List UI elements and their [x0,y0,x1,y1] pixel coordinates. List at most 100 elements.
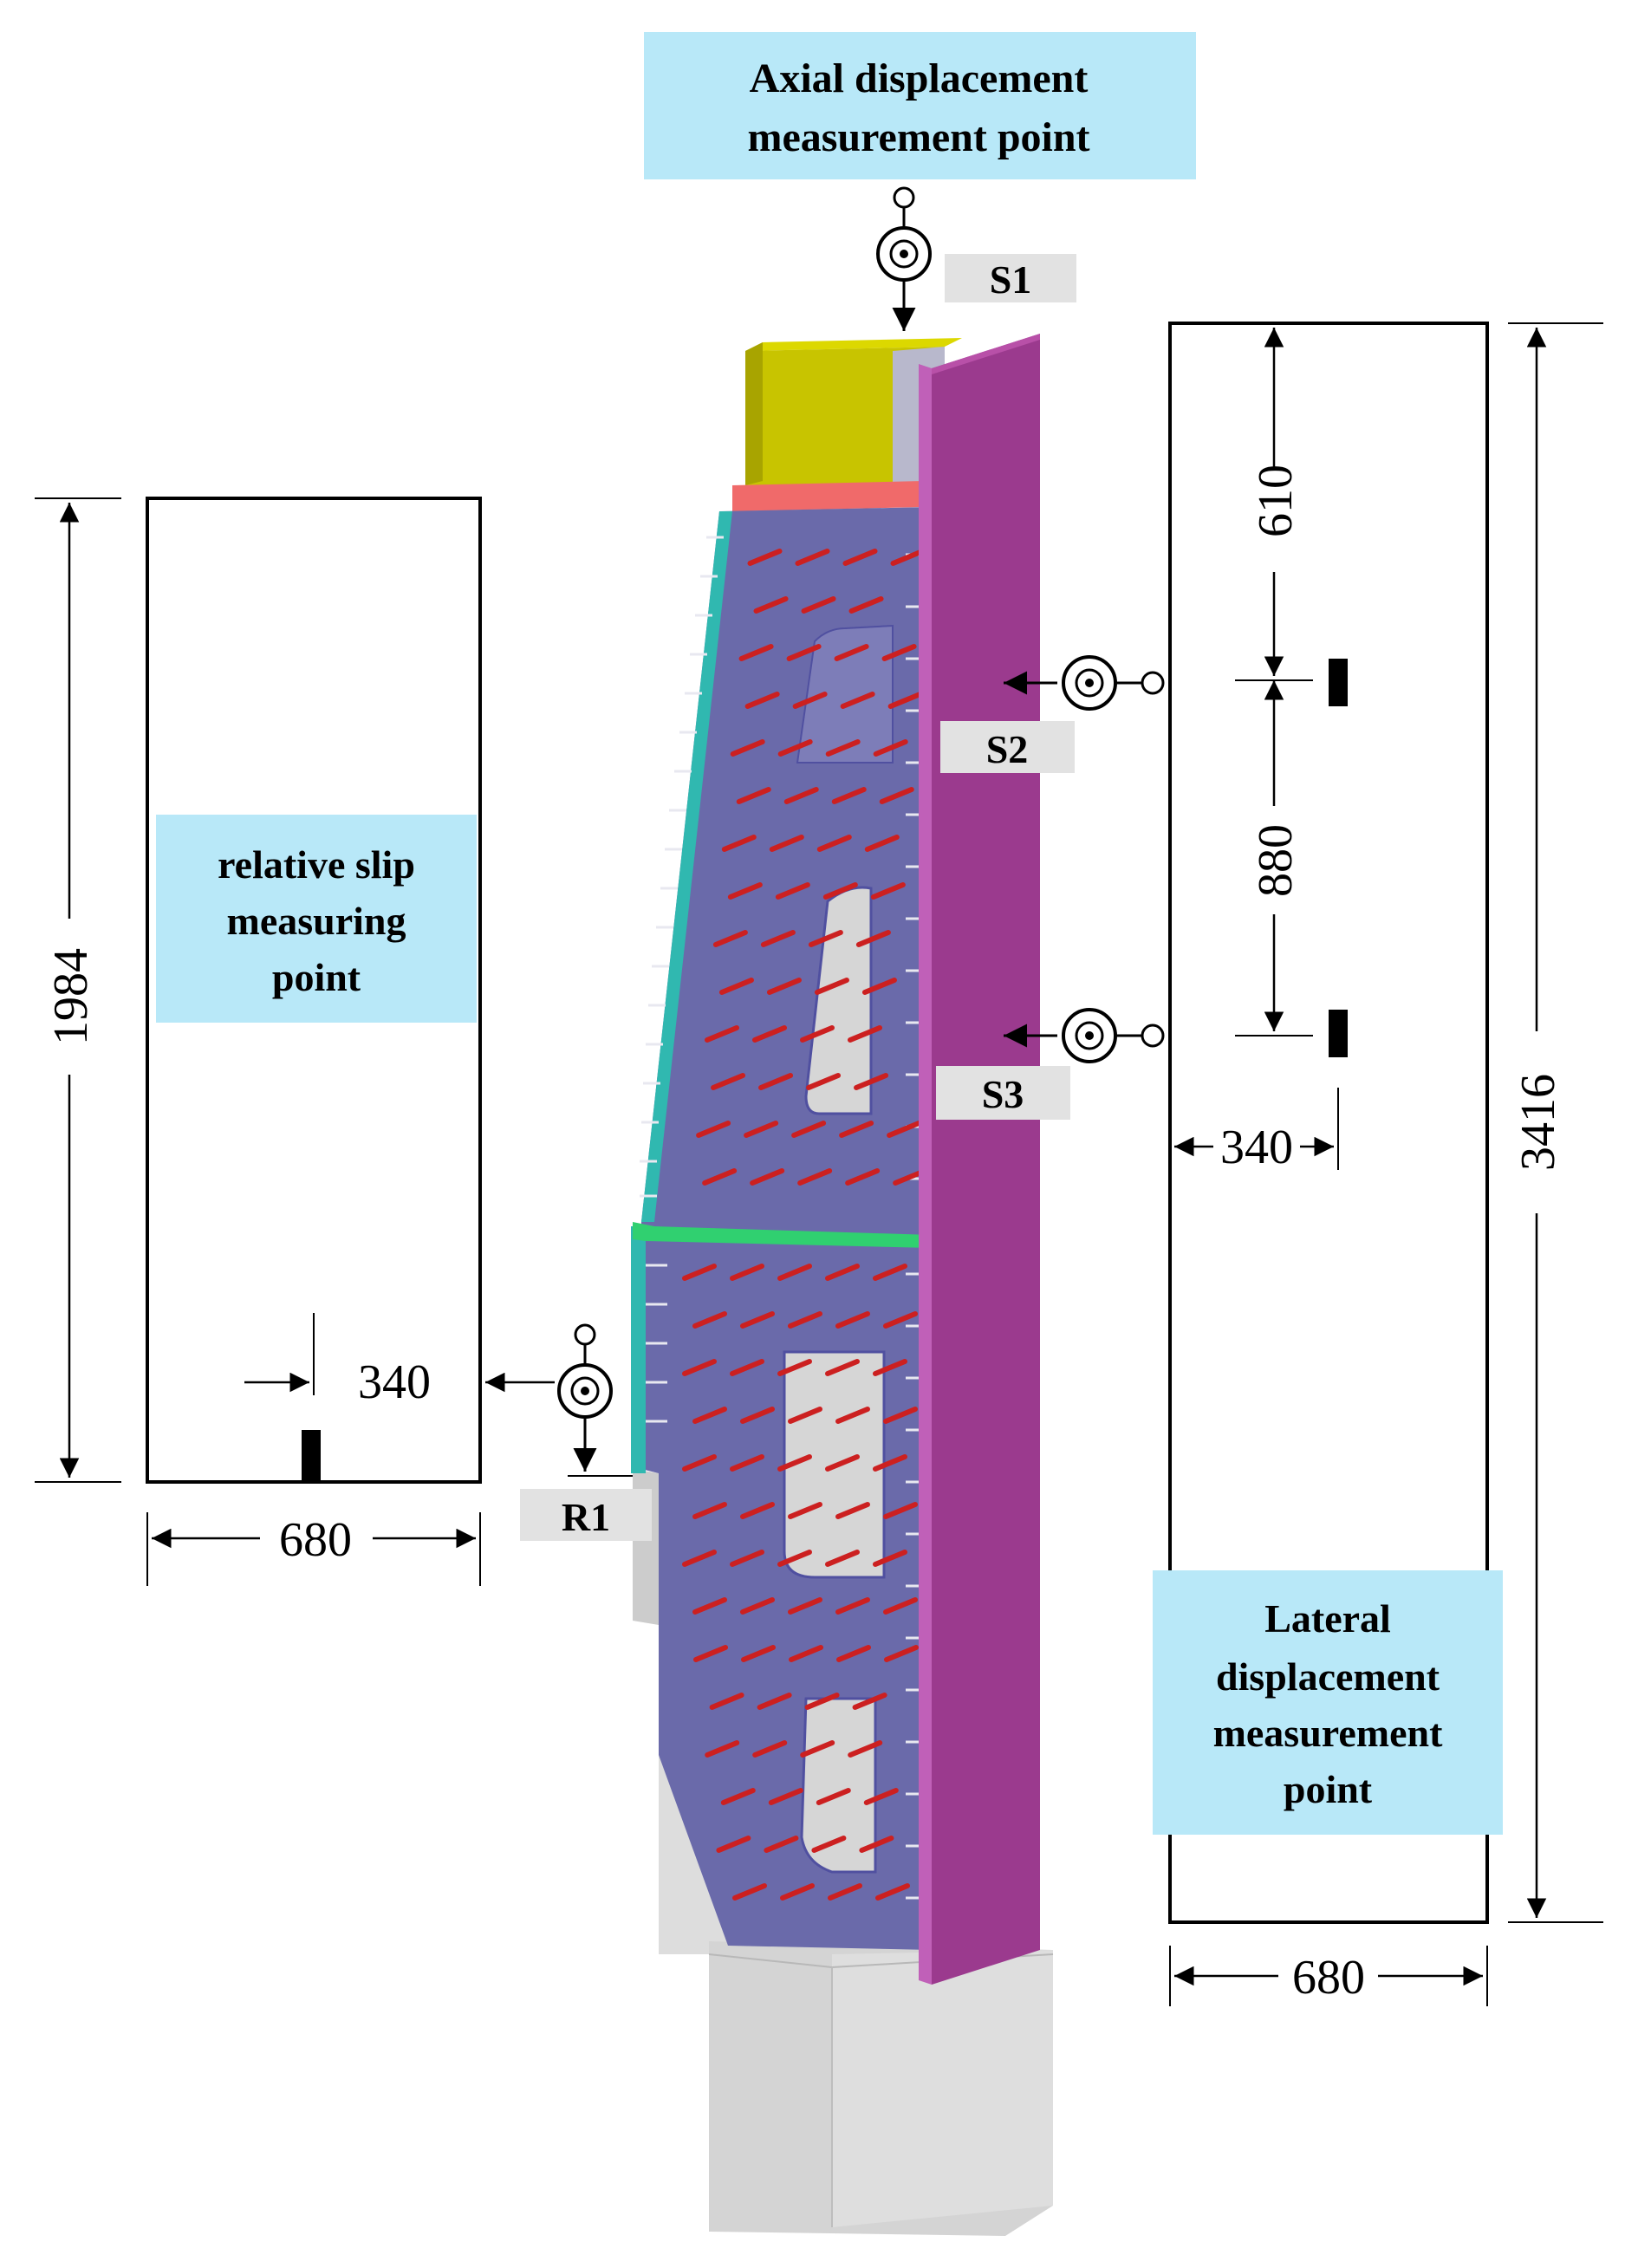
right-top-dim-label: 610 [1249,465,1303,537]
dial-gauge-s3-icon [1004,1008,1165,1063]
shear-stud [780,1883,815,1901]
shear-stud [839,1121,874,1138]
shear-stud [848,1740,883,1758]
shear-stud [816,835,852,852]
shear-stud [873,1550,907,1567]
axial-callout-line-1: Axial displacement [750,55,1089,101]
shear-stud [777,1454,812,1472]
lateral-callout-line-4: point [1284,1767,1373,1811]
shear-stud [835,1597,870,1615]
shear-stud [822,882,858,900]
shear-stud [848,1025,882,1043]
shear-stud [788,1407,822,1424]
axial-callout-box [644,32,1196,179]
shear-stud [835,1502,870,1519]
shear-stud [682,1264,717,1281]
left-sensor-block [302,1430,321,1482]
shear-stud [732,1883,767,1901]
shear-stud [864,835,900,852]
mid-green-plate [633,1222,932,1248]
opening-1 [796,624,894,764]
shear-stud [753,596,789,614]
shear-stud [702,1168,738,1186]
shear-stud [721,835,757,852]
edge-studs-left [640,536,724,1423]
lateral-callout-line-1: Lateral [1264,1596,1391,1641]
shear-stud [835,1311,870,1329]
shear-stud [740,1407,775,1424]
shear-stud [769,835,804,852]
shear-stud [730,1550,764,1567]
shear-stud [816,1788,851,1805]
shear-stud [797,1168,833,1186]
shear-stud [752,1025,787,1043]
dial-gauge-r1-icon [557,1323,633,1477]
shear-stud [777,1264,812,1281]
shear-stud [879,787,914,804]
tag-s2-box [940,721,1075,773]
shear-stud [682,1550,717,1567]
shear-stud [831,787,867,804]
shear-stud [873,1264,907,1281]
shear-stud [825,1359,860,1376]
specimen-3d-model [631,334,1054,2236]
shear-stud [696,1121,731,1138]
cyan-edge-lower [631,1226,646,1473]
shear-stud [705,1740,740,1758]
shear-stud [873,739,908,757]
shear-stud [836,1645,871,1662]
shear-stud [873,1359,907,1376]
slip-callout-line-1: relative slip [218,842,415,887]
shear-stud [814,978,849,995]
shear-stud [738,644,774,661]
shear-stud [711,1073,746,1090]
right-offset-dim-label: 340 [1220,1121,1293,1174]
shear-stud [716,1836,751,1853]
slip-callout-box [156,815,477,1023]
slip-gauge-r1: R1 [520,1323,652,1541]
shear-stud [730,1359,764,1376]
shear-stud [682,1454,717,1472]
steel-plate-front [932,334,1040,1985]
shear-stud [777,1359,812,1376]
shear-stud [709,1693,744,1710]
shear-stud [760,930,796,947]
shear-stud [800,1025,835,1043]
left-width-dim-label: 680 [279,1513,352,1567]
shear-stud [730,739,765,757]
shear-stud [692,1311,727,1329]
shear-stud [861,978,897,995]
shear-stud [730,1264,764,1281]
shear-stud [852,1693,887,1710]
shear-stud [764,1836,799,1853]
shear-stud [727,882,763,900]
shear-stud [792,692,828,709]
shear-stud [835,1407,870,1424]
shear-stud [808,930,843,947]
left-elevation-drawing: 1984 340 680 relative slip measuring poi… [35,497,555,1586]
shear-stud [845,1168,881,1186]
shear-stud [825,1454,860,1472]
shear-stud [682,1359,717,1376]
shear-stud [788,1502,822,1519]
shear-stud [747,549,783,566]
shear-stud [890,549,926,566]
tag-r1: R1 [562,1495,610,1539]
lateral-gauge-s2: S2 [940,655,1165,773]
shear-stud [795,549,830,566]
shear-stud [775,882,810,900]
shear-stud [789,1645,823,1662]
lateral-callout-line-2: displacement [1216,1654,1440,1699]
shear-stud [825,1264,860,1281]
right-height-dim-label: 3416 [1511,1074,1565,1171]
shear-stud [804,1693,840,1710]
shear-stud [883,1502,918,1519]
shear-stud [693,1645,728,1662]
shear-stud [791,1121,827,1138]
shear-stud [692,1502,727,1519]
left-offset-dim-label: 340 [358,1355,431,1409]
shear-stud [757,1693,792,1710]
right-sensor-block-lower [1329,1010,1348,1057]
axial-measurement-group: Axial displacement measurement point S1 [644,32,1196,331]
